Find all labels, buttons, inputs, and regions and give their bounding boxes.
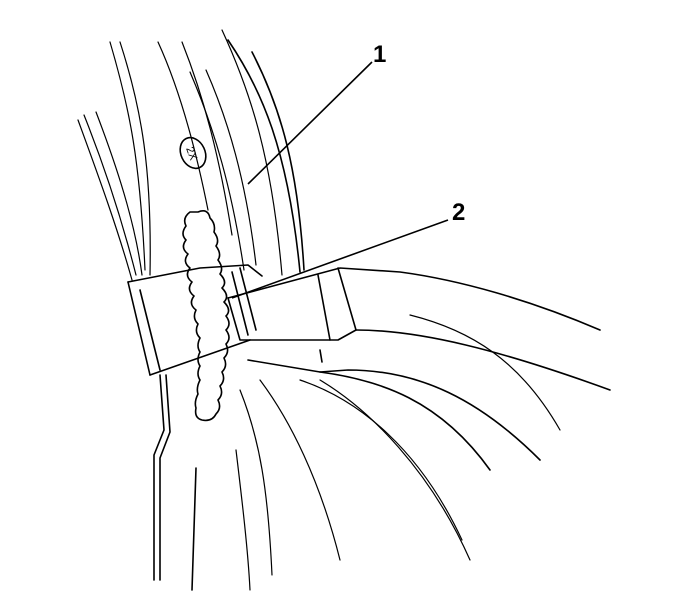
- callout-2-leader: [231, 219, 449, 299]
- seal-bead: [182, 210, 230, 422]
- tire-tread-lines: [77, 29, 283, 281]
- panel-body: [127, 264, 263, 376]
- callout-1-number: 1: [373, 41, 386, 68]
- callout-2-number: 2: [452, 199, 465, 226]
- fender-curves: [227, 39, 305, 273]
- lower-body-lines: [153, 374, 197, 591]
- callout-1-leader: [247, 61, 373, 185]
- wheel-liner-lines: [235, 314, 561, 591]
- callout-1: 1: [247, 41, 386, 185]
- part-marking: 2X: [179, 136, 207, 170]
- bracket: [227, 267, 611, 471]
- part-marking-text: 2X: [183, 145, 199, 162]
- callout-2: 2: [231, 199, 465, 299]
